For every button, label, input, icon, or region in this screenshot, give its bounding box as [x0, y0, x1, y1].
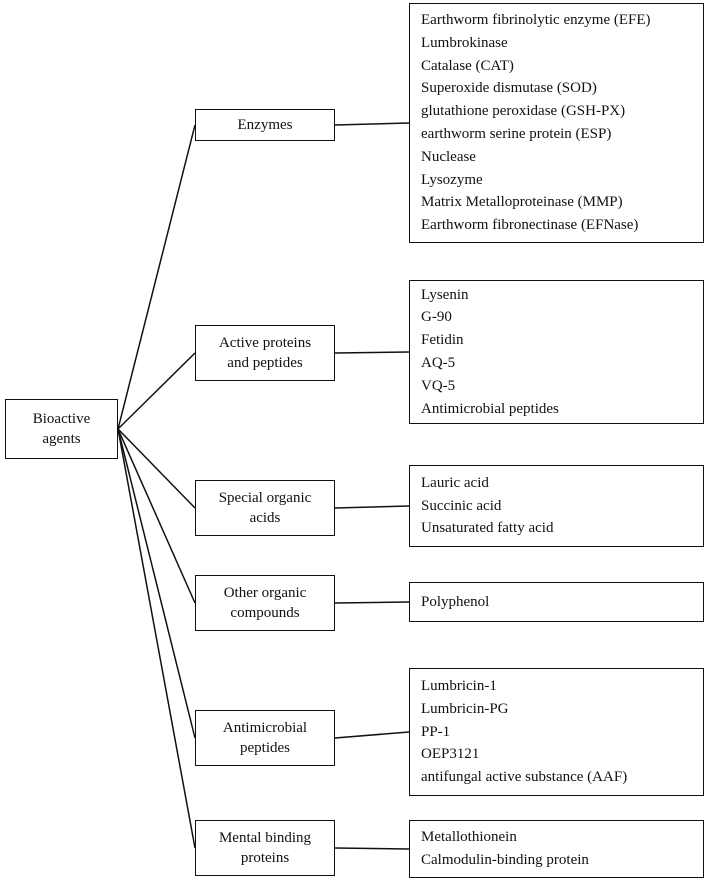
list-item: Unsaturated fatty acid — [421, 520, 554, 537]
list-item: Matrix Metalloproteinase (MMP) — [421, 194, 623, 211]
category-node-special-organic-acids: Special organic acids — [195, 480, 335, 536]
connector-root-to-special-organic-acids — [117, 428, 196, 509]
list-item: Earthworm fibrinolytic enzyme (EFE) — [421, 12, 651, 29]
connector-enzymes-to-items — [334, 122, 410, 126]
list-item: Lumbricin-1 — [421, 678, 497, 694]
connector-other-organic-compounds-to-items — [334, 601, 410, 604]
connector-root-to-other-organic-compounds — [117, 428, 196, 604]
list-item: Calmodulin-binding protein — [421, 852, 589, 868]
category-node-active-proteins-and-peptides: Active proteins and peptides — [195, 325, 335, 381]
root-node-label: Bioactive agents — [32, 411, 91, 447]
list-item: Metallothionein — [421, 829, 517, 846]
list-item: Fetidin — [421, 332, 464, 349]
connector-active-proteins-and-peptides-to-items — [334, 351, 410, 354]
connector-root-to-active-proteins-and-peptides — [117, 352, 196, 430]
list-item: Lysozyme — [421, 171, 483, 188]
category-label: Other organic compounds — [223, 585, 307, 621]
items-box-other-organic-compounds: Polyphenol — [409, 582, 704, 622]
list-item: AQ-5 — [421, 355, 456, 371]
list-item: VQ-5 — [421, 377, 456, 394]
category-node-antimicrobial-peptides: Antimicrobial peptides — [195, 710, 335, 766]
connector-root-to-mental-binding-proteins — [117, 428, 196, 849]
category-label: Antimicrobial peptides — [222, 720, 308, 756]
root-node-bioactive-agents: Bioactive agents — [5, 399, 118, 459]
connector-mental-binding-proteins-to-items — [334, 847, 410, 850]
connector-special-organic-acids-to-items — [334, 505, 410, 509]
connector-antimicrobial-peptides-to-items — [334, 731, 410, 739]
list-item: Superoxide dismutase (SOD) — [421, 80, 597, 97]
list-item: Nuclease — [421, 148, 476, 165]
list-item: Lysenin — [421, 286, 469, 303]
list-item: Lauric acid — [421, 474, 489, 491]
category-label: Mental binding proteins — [218, 830, 312, 866]
list-item: earthworm serine protein (ESP) — [421, 126, 612, 142]
list-item: OEP3121 — [421, 746, 480, 763]
category-node-other-organic-compounds: Other organic compounds — [195, 575, 335, 631]
list-item: Succinic acid — [421, 497, 502, 514]
list-item: Lumbrokinase — [421, 34, 508, 51]
items-box-enzymes: Earthworm fibrinolytic enzyme (EFE) Lumbr… — [409, 3, 704, 243]
list-item: G-90 — [421, 309, 452, 326]
list-item: PP-1 — [421, 723, 451, 740]
category-label: Active proteins and peptides — [218, 335, 312, 371]
list-item: Polyphenol — [421, 593, 490, 610]
list-item: Antimicrobial peptides — [421, 400, 559, 417]
list-item: Catalase (CAT) — [421, 57, 514, 74]
list-item: antifungal active substance (AAF) — [421, 769, 628, 786]
category-label: Special organic acids — [218, 490, 312, 526]
connector-root-to-enzymes — [117, 124, 196, 430]
category-label: Enzymes — [237, 117, 293, 133]
category-node-mental-binding-proteins: Mental binding proteins — [195, 820, 335, 876]
list-item: Lumbricin-PG — [421, 700, 509, 717]
list-item: glutathione peroxidase (GSH-PX) — [421, 103, 626, 120]
connector-root-to-antimicrobial-peptides — [117, 428, 196, 739]
category-node-enzymes: Enzymes — [195, 109, 335, 141]
list-item: Earthworm fibronectinase (EFNase) — [421, 217, 639, 234]
